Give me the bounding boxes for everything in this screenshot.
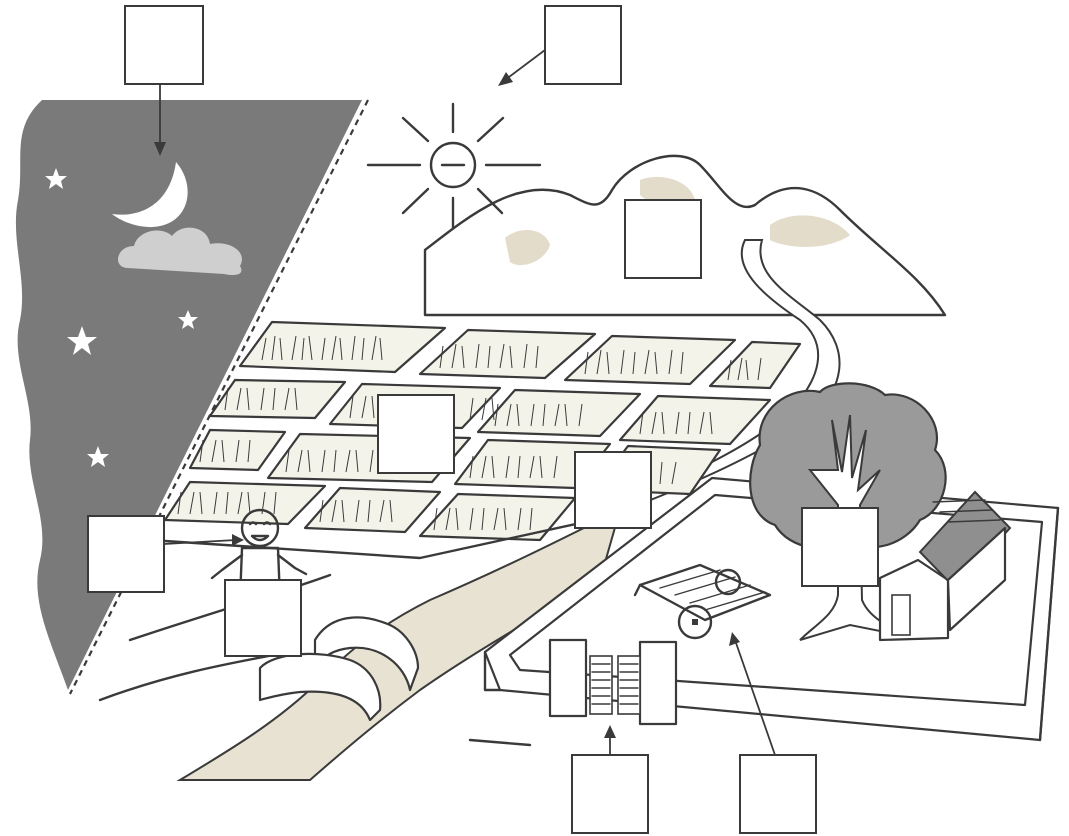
- road-label-box[interactable]: [574, 451, 652, 529]
- field-edge-label-box[interactable]: [224, 579, 302, 657]
- house-icon: [878, 490, 1012, 642]
- day-night-divider: [69, 99, 369, 695]
- cart-icon: [633, 563, 772, 640]
- star-icon: [45, 168, 67, 189]
- paddy-label-box[interactable]: [377, 394, 455, 474]
- sun-label-box[interactable]: [544, 5, 622, 85]
- sun-icon: [366, 102, 542, 230]
- rice-plants: [177, 335, 762, 531]
- label-boxes: [87, 5, 879, 834]
- field-edge: [148, 508, 642, 560]
- stars: [45, 168, 198, 467]
- paddy-fields: [163, 320, 802, 542]
- star-icon: [67, 326, 97, 355]
- mountain-label-box[interactable]: [624, 199, 702, 279]
- mountains: [423, 154, 947, 317]
- star-icon: [178, 310, 198, 329]
- gate-label-box[interactable]: [571, 754, 649, 834]
- star-icon: [87, 446, 109, 467]
- moon-label-box[interactable]: [124, 5, 204, 85]
- cloud-icon: [117, 227, 242, 276]
- person-label-box[interactable]: [87, 515, 165, 593]
- moon-icon: [112, 162, 188, 228]
- cart-label-box[interactable]: [739, 754, 817, 834]
- tree-label-box[interactable]: [801, 507, 879, 587]
- gate: [548, 638, 678, 726]
- bridge-icon: [258, 616, 420, 722]
- leader-lines: [154, 49, 776, 756]
